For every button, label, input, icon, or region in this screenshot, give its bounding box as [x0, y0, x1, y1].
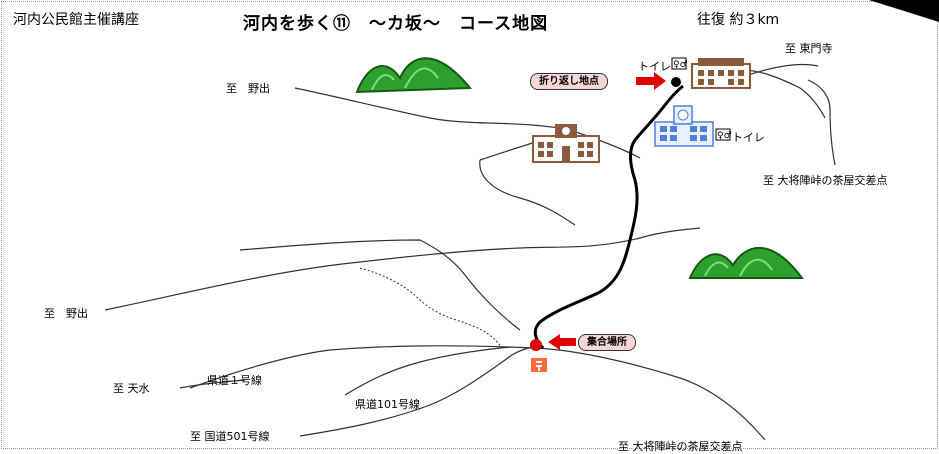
- road-to-tomonji: [741, 69, 826, 119]
- meeting-callout: 集合場所: [578, 334, 636, 351]
- turnaround-callout: 折り返し地点: [530, 73, 608, 90]
- label-to-tomonji: 至 東門寺: [785, 42, 833, 55]
- svg-text:♀♂: ♀♂: [717, 131, 732, 141]
- label-prefroad-101: 県道101号線: [355, 398, 420, 411]
- roads: [104, 63, 836, 441]
- label-toilet-top: トイレ: [638, 60, 671, 73]
- red-arrow-icon: [548, 334, 576, 350]
- label-to-noide-top: 至 野出: [226, 82, 270, 95]
- corner-tab: [869, 0, 939, 22]
- mountain-icon: [688, 246, 804, 279]
- road-tomonji-branch: [807, 79, 836, 166]
- building-icon: [691, 58, 751, 89]
- road-prefroad-101: [344, 346, 511, 396]
- meeting-dot: [530, 339, 542, 351]
- distance-text: 往復 約３km: [697, 12, 780, 28]
- road-top-right: [744, 63, 819, 77]
- school-icon: [654, 105, 714, 147]
- road-bottom-main: [189, 345, 766, 441]
- toilet-icon: ♀♂: [715, 128, 732, 141]
- map-title: 河内を歩く⑪ ～カ坂～ コース地図: [243, 14, 549, 34]
- road-to-tensui: [179, 379, 246, 389]
- label-to-noide-left: 至 野出: [44, 307, 88, 320]
- post-office-icon: [531, 358, 547, 372]
- road-to-noide-left: [104, 227, 701, 311]
- label-to-daishojin-right: 至 大将陣峠の茶屋交差点: [763, 174, 888, 187]
- road-inner-curve: [239, 239, 521, 331]
- svg-text:♀♂: ♀♂: [673, 60, 688, 70]
- road-national-501: [299, 346, 536, 437]
- turnaround-dot: [671, 77, 681, 87]
- toilet-icon: ♀♂: [671, 57, 688, 70]
- organizer-text: 河内公民館主催講座: [13, 12, 139, 28]
- mountain-icon: [355, 57, 473, 94]
- road-to-noide-top: [294, 87, 641, 159]
- course-route: [533, 84, 684, 350]
- label-prefroad-1: 県道１号線: [207, 374, 262, 387]
- label-toilet-mid: トイレ: [732, 131, 765, 144]
- label-national-501: 至 国道501号線: [190, 430, 270, 443]
- red-arrow-icon: [636, 72, 666, 90]
- building-icon: [532, 124, 600, 163]
- label-to-tensui: 至 天水: [113, 382, 150, 395]
- label-to-daishojin-bottom: 至 大将陣峠の茶屋交差点: [618, 440, 743, 453]
- dashed-path: [359, 267, 503, 349]
